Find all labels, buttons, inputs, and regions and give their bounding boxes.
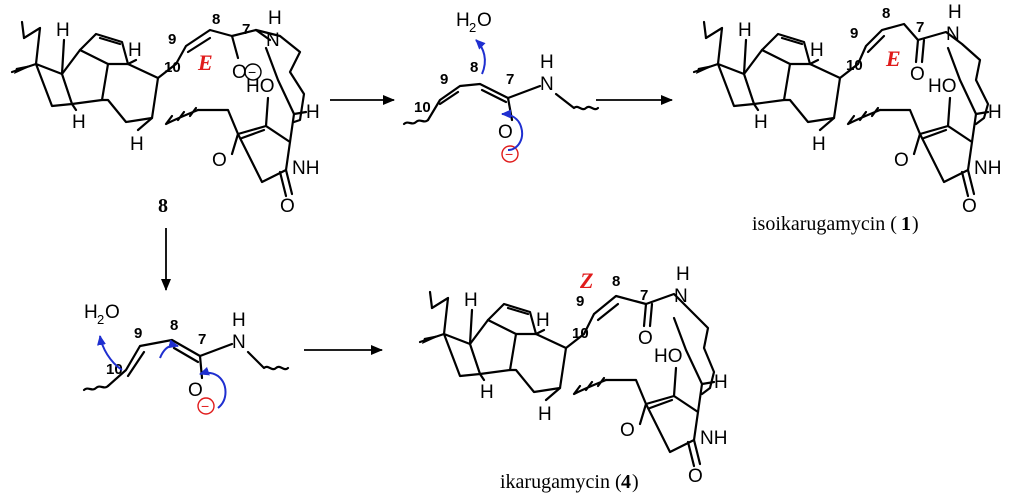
svg-text:−: − — [505, 146, 513, 162]
compound-8-label: 8 — [158, 195, 168, 217]
atom-number-9: 9 — [134, 325, 142, 342]
svg-text:H: H — [84, 302, 98, 323]
atom-number-10: 10 — [164, 59, 181, 76]
curly-arrow — [475, 39, 486, 75]
compound-8: O − N H 8 7 9 10 E 8 — [10, 8, 321, 219]
atom-number-8: 8 — [612, 273, 620, 290]
svg-text:−: − — [248, 64, 256, 80]
h-label: H — [676, 264, 690, 285]
n-label: N — [232, 332, 246, 353]
o-label: O — [638, 328, 653, 349]
curly-arrow — [501, 109, 524, 151]
svg-text:2: 2 — [469, 20, 476, 35]
compound-ikarugamycin: O N H 8 7 9 10 Z ikarugamycin ( 4 ) — [418, 264, 729, 493]
svg-text:4: 4 — [621, 471, 631, 493]
mechanism-top: N H O − 9 8 7 10 H 2 O — [402, 10, 600, 163]
stereo-label-e: E — [885, 46, 901, 71]
o-label: O — [188, 380, 203, 401]
water-label: H 2 O — [456, 10, 492, 35]
atom-number-7: 7 — [640, 287, 648, 304]
atom-number-8: 8 — [882, 5, 890, 22]
svg-text:isoikarugamycin (: isoikarugamycin ( — [752, 213, 897, 235]
atom-number-9: 9 — [576, 293, 584, 310]
curly-arrow — [159, 339, 179, 359]
atom-number-7: 7 — [916, 19, 924, 36]
svg-text:): ) — [632, 471, 639, 493]
curly-arrow — [199, 366, 227, 409]
svg-text:ikarugamycin (: ikarugamycin ( — [500, 471, 622, 493]
svg-text:−: − — [201, 398, 209, 414]
atom-number-10: 10 — [846, 57, 863, 74]
h-label: H — [268, 8, 282, 29]
n-label: N — [266, 30, 280, 51]
svg-text:1: 1 — [901, 213, 911, 235]
n-label: N — [540, 74, 554, 95]
stereo-label-z: Z — [579, 268, 593, 293]
compound-4-label: ikarugamycin ( 4 ) — [500, 471, 639, 493]
svg-text:O: O — [477, 10, 492, 31]
svg-text:2: 2 — [97, 312, 104, 327]
n-label: N — [946, 24, 960, 45]
atom-number-10: 10 — [106, 361, 123, 378]
compound-isoikarugamycin: O N H 8 7 9 10 E isoikarugamycin ( 1 ) — [692, 2, 1003, 235]
atom-number-7: 7 — [198, 331, 206, 348]
atom-number-9: 9 — [168, 31, 176, 48]
o-label: O — [232, 62, 247, 83]
water-label: H 2 O — [84, 302, 120, 327]
mechanism-bottom: N H O − 9 8 7 10 H 2 O — [82, 302, 290, 415]
atom-number-10: 10 — [572, 325, 589, 342]
n-label: N — [674, 286, 688, 307]
svg-text:): ) — [912, 213, 919, 235]
negative-charge: − — [197, 397, 215, 415]
o-label: O — [498, 122, 513, 143]
svg-text:O: O — [105, 302, 120, 323]
o-label: O — [910, 64, 925, 85]
h-label: H — [540, 52, 554, 73]
h-label: H — [232, 310, 246, 331]
atom-number-7: 7 — [242, 21, 250, 38]
negative-charge: − — [244, 63, 262, 81]
atom-number-7: 7 — [506, 71, 514, 88]
curly-arrow — [97, 335, 123, 371]
atom-number-8: 8 — [212, 11, 220, 28]
compound-1-label: isoikarugamycin ( 1 ) — [752, 213, 919, 235]
stereo-label-e: E — [197, 50, 213, 75]
atom-number-8: 8 — [170, 317, 178, 334]
atom-number-10: 10 — [414, 99, 431, 116]
h-label: H — [948, 2, 962, 23]
atom-number-8: 8 — [470, 59, 478, 76]
svg-text:H: H — [456, 10, 470, 31]
atom-number-9: 9 — [850, 25, 858, 42]
atom-number-9: 9 — [440, 71, 448, 88]
negative-charge: − — [501, 145, 519, 163]
